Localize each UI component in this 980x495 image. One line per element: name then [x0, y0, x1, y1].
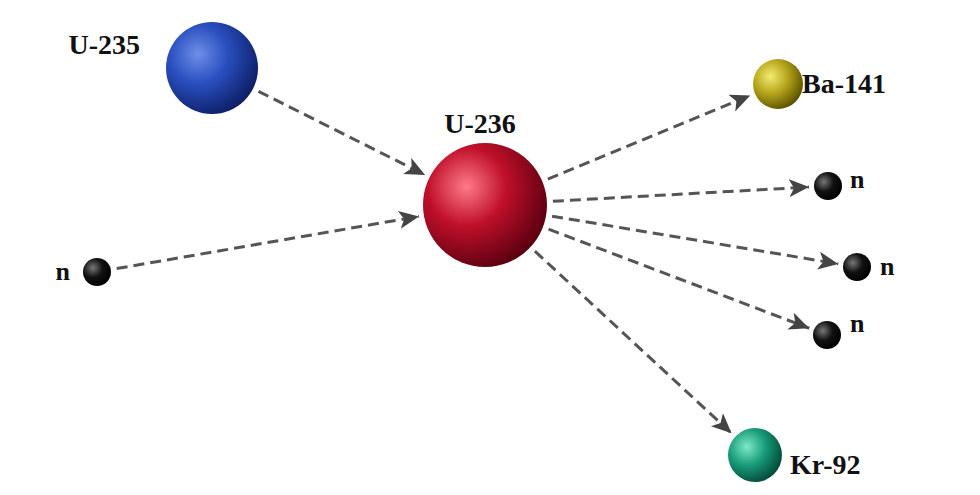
nucleus-circle [814, 172, 842, 200]
nucleus-fill [728, 428, 782, 482]
nucleus-fill [843, 253, 871, 281]
nucleus-circle [753, 59, 803, 109]
nucleus-node: Kr-92 [728, 428, 782, 482]
nucleus-circle [813, 321, 841, 349]
particle-label: n [850, 310, 864, 339]
nucleus-fill [166, 22, 258, 114]
nucleus-circle [423, 143, 547, 267]
nucleus-node: n [83, 258, 111, 286]
dashed-arrow [117, 216, 419, 268]
particle-label: n [880, 253, 894, 282]
nucleus-node: U-235 [166, 22, 258, 114]
nucleus-node: n [814, 172, 842, 200]
particle-label: U-236 [444, 109, 516, 140]
particle-label: n [850, 166, 864, 195]
nucleus-circle [843, 253, 871, 281]
nucleus-node: Ba-141 [753, 59, 803, 109]
dashed-arrow [548, 95, 750, 179]
particle-label: Ba-141 [802, 69, 886, 100]
particle-label: n [56, 258, 70, 287]
nucleus-fill [814, 172, 842, 200]
nucleus-circle [166, 22, 258, 114]
nucleus-fill [813, 321, 841, 349]
nucleus-node: U-236 [423, 143, 547, 267]
dashed-arrow [258, 91, 425, 175]
nucleus-circle [83, 258, 111, 286]
nucleus-fill [423, 143, 547, 267]
dashed-arrow [552, 216, 838, 264]
nucleus-node: n [813, 321, 841, 349]
particle-label: U-235 [68, 30, 140, 61]
dashed-arrow [535, 251, 732, 433]
dashed-arrow [549, 229, 810, 328]
particle-label: Kr-92 [790, 450, 861, 481]
nucleus-fill [753, 59, 803, 109]
nucleus-fill [83, 258, 111, 286]
nucleus-circle [728, 428, 782, 482]
dashed-arrow [553, 187, 809, 201]
nucleus-node: n [843, 253, 871, 281]
